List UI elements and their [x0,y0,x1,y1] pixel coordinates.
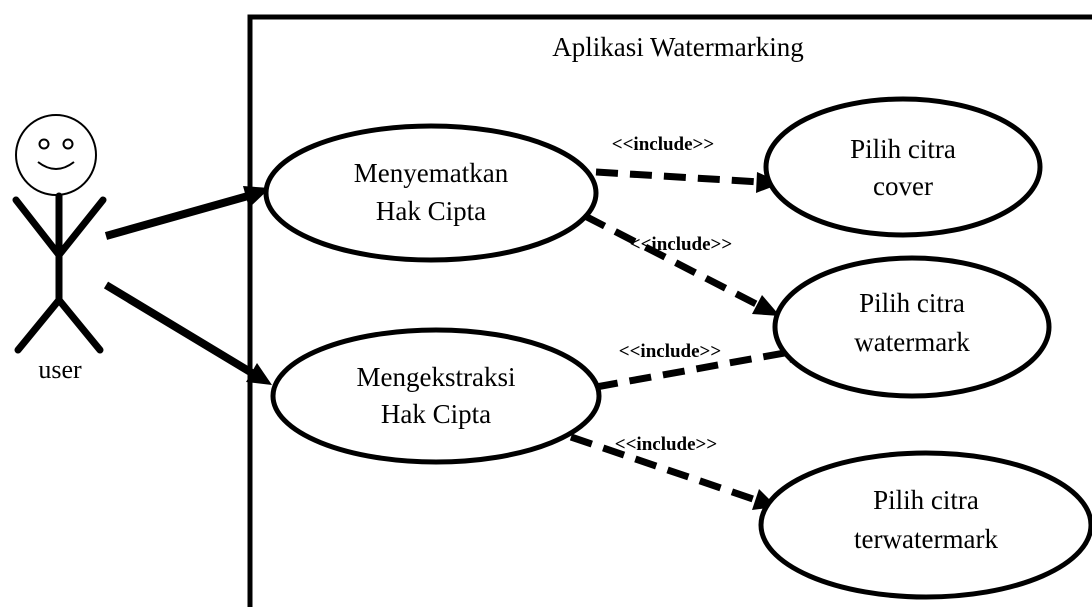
include-embed-watermark: <<include>> [583,212,780,316]
actor-label: user [38,355,82,384]
include-extract-watermarked: <<include>> [569,433,777,510]
association-user-extract [103,281,272,385]
use-case-extract-line2: Hak Cipta [381,399,491,429]
use-case-embed-line1: Menyematkan [354,158,509,188]
actor-head [15,114,97,196]
system-title: Aplikasi Watermarking [552,32,804,62]
include-label-embed-watermark: <<include>> [630,234,732,255]
use-case-watermarked-line1: Pilih citra [873,485,979,515]
include-label-embed-cover: <<include>> [612,134,714,155]
use-case-watermarked-line2: terwatermark [854,524,998,554]
use-case-watermark: Pilih citra watermark [772,255,1052,399]
include-label-extract-watermark: <<include>> [619,341,721,362]
use-case-cover: Pilih citra cover [763,96,1043,238]
use-case-embed-line2: Hak Cipta [376,196,486,226]
use-case-embed: Menyematkan Hak Cipta [263,123,599,263]
association-user-embed [104,186,270,240]
use-case-extract: Mengekstraksi Hak Cipta [270,327,602,465]
system-boundary: Aplikasi Watermarking [247,14,1092,607]
use-case-cover-line1: Pilih citra [850,134,956,164]
use-case-cover-line2: cover [873,171,933,201]
actor-user: user [12,114,107,384]
use-case-watermark-line2: watermark [854,327,970,357]
include-label-extract-watermarked: <<include>> [615,434,717,455]
use-case-watermark-line1: Pilih citra [859,288,965,318]
use-case-watermarked: Pilih citra terwatermark [758,450,1092,600]
actor-body [12,192,107,354]
include-embed-cover: <<include>> [595,134,782,193]
use-case-extract-line1: Mengekstraksi [357,362,516,392]
